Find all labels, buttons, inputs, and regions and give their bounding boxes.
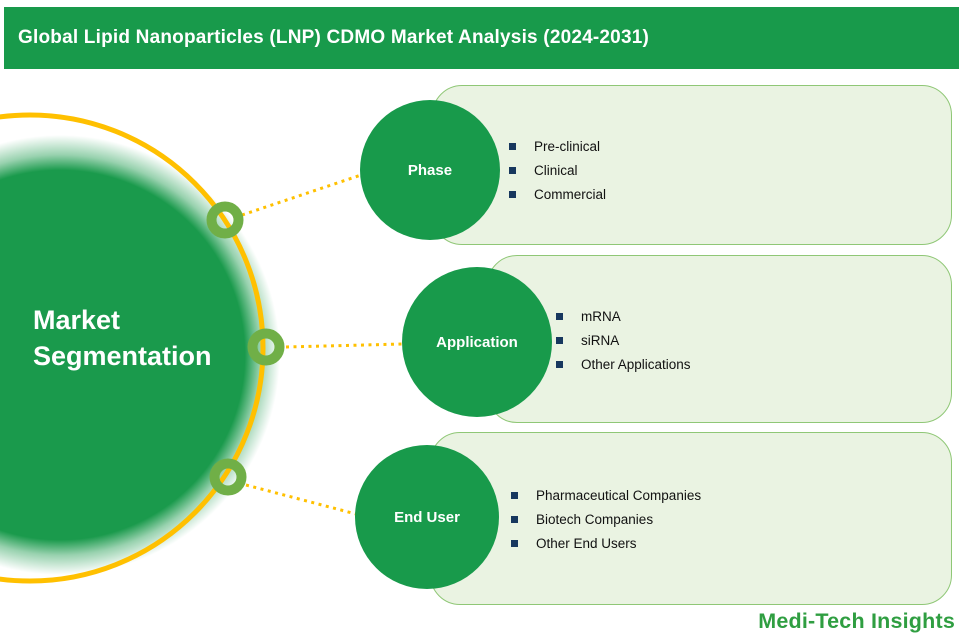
page-title: Global Lipid Nanoparticles (LNP) CDMO Ma… bbox=[18, 27, 650, 48]
list-item: Pharmaceutical Companies bbox=[511, 483, 701, 507]
application-label: Application bbox=[436, 333, 518, 351]
hub-title: Market Segmentation bbox=[33, 305, 212, 371]
node-ring-end-user bbox=[209, 458, 247, 496]
end-user-list: Pharmaceutical Companies Biotech Compani… bbox=[511, 483, 701, 555]
list-item-label: Biotech Companies bbox=[536, 511, 654, 527]
phase-panel bbox=[432, 85, 952, 245]
end-user-circle: End User bbox=[355, 445, 499, 589]
application-list: mRNA siRNA Other Applications bbox=[556, 304, 691, 376]
connector-end-user bbox=[245, 483, 357, 516]
list-item: siRNA bbox=[556, 328, 691, 352]
phase-list: Pre-clinical Clinical Commercial bbox=[509, 134, 606, 206]
list-item: Pre-clinical bbox=[509, 134, 606, 158]
square-bullet-icon bbox=[511, 539, 518, 547]
square-bullet-icon bbox=[509, 166, 516, 174]
phase-label: Phase bbox=[407, 161, 453, 179]
phase-circle: Phase bbox=[360, 100, 500, 240]
list-item: Other End Users bbox=[511, 531, 701, 555]
list-item-label: Other Applications bbox=[581, 356, 691, 372]
connector-phase bbox=[241, 172, 365, 217]
list-item-label: Clinical bbox=[534, 162, 578, 178]
brand-logo: Medi-Tech Insights bbox=[758, 609, 955, 633]
list-item: Commercial bbox=[509, 182, 606, 206]
node-ring-application bbox=[247, 328, 285, 366]
list-item: mRNA bbox=[556, 304, 691, 328]
header-bar: Global Lipid Nanoparticles (LNP) CDMO Ma… bbox=[4, 7, 959, 69]
square-bullet-icon bbox=[511, 491, 518, 499]
square-bullet-icon bbox=[509, 190, 516, 198]
square-bullet-icon bbox=[556, 312, 563, 320]
list-item-label: siRNA bbox=[581, 332, 620, 348]
square-bullet-icon bbox=[511, 515, 518, 523]
node-ring-phase bbox=[206, 201, 244, 239]
application-panel bbox=[487, 255, 952, 423]
list-item: Biotech Companies bbox=[511, 507, 701, 531]
application-circle: Application bbox=[402, 267, 552, 417]
list-item-label: Pre-clinical bbox=[534, 138, 601, 154]
square-bullet-icon bbox=[556, 360, 563, 368]
list-item: Other Applications bbox=[556, 352, 691, 376]
end-user-label: End User bbox=[394, 508, 460, 526]
connector-application bbox=[285, 342, 404, 349]
square-bullet-icon bbox=[509, 142, 516, 150]
list-item-label: Commercial bbox=[534, 186, 607, 202]
list-item-label: mRNA bbox=[581, 308, 621, 324]
list-item-label: Other End Users bbox=[536, 535, 637, 551]
list-item-label: Pharmaceutical Companies bbox=[536, 487, 702, 503]
square-bullet-icon bbox=[556, 336, 563, 344]
list-item: Clinical bbox=[509, 158, 606, 182]
